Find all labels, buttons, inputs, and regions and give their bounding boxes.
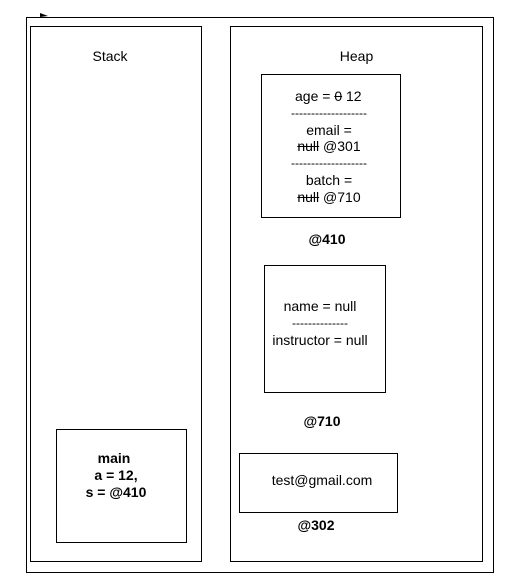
heap-object-710 [264,265,386,393]
name-field: name = null [283,298,357,314]
heap-object-302 [239,453,398,513]
address-710: @710 [303,413,341,429]
instructor-field: instructor = null [272,332,368,348]
corner-arrow-icon [40,13,48,17]
frame-var-s: s = @410 [85,484,147,500]
email-old-value: null [297,138,320,154]
age-label: age = [295,88,331,104]
batch-new-value: @710 [323,189,361,205]
email-label: email = [306,122,352,138]
age-field: age = 0 12 [295,88,362,105]
separator-710: -------------- [292,316,348,330]
main-stack-frame [56,429,187,543]
email-new-value: @301 [323,138,361,154]
heap-object-410 [261,74,401,218]
heap-title: Heap [339,48,374,64]
email-string-value: test@gmail.com [271,472,373,488]
frame-name: main [97,450,131,466]
address-302: @302 [297,517,335,533]
batch-label: batch = [305,172,353,188]
address-410: @410 [308,231,346,247]
batch-old-value: null [297,189,320,205]
batch-value: null @710 [261,189,397,206]
age-old-value: 0 [334,88,343,104]
age-new-value: 12 [346,88,362,104]
email-value: null @301 [261,138,397,155]
frame-var-a: a = 12, [94,467,138,483]
separator-2: ------------------- [291,156,367,170]
stack-title: Stack [92,48,128,64]
separator-1: ------------------- [291,106,367,120]
